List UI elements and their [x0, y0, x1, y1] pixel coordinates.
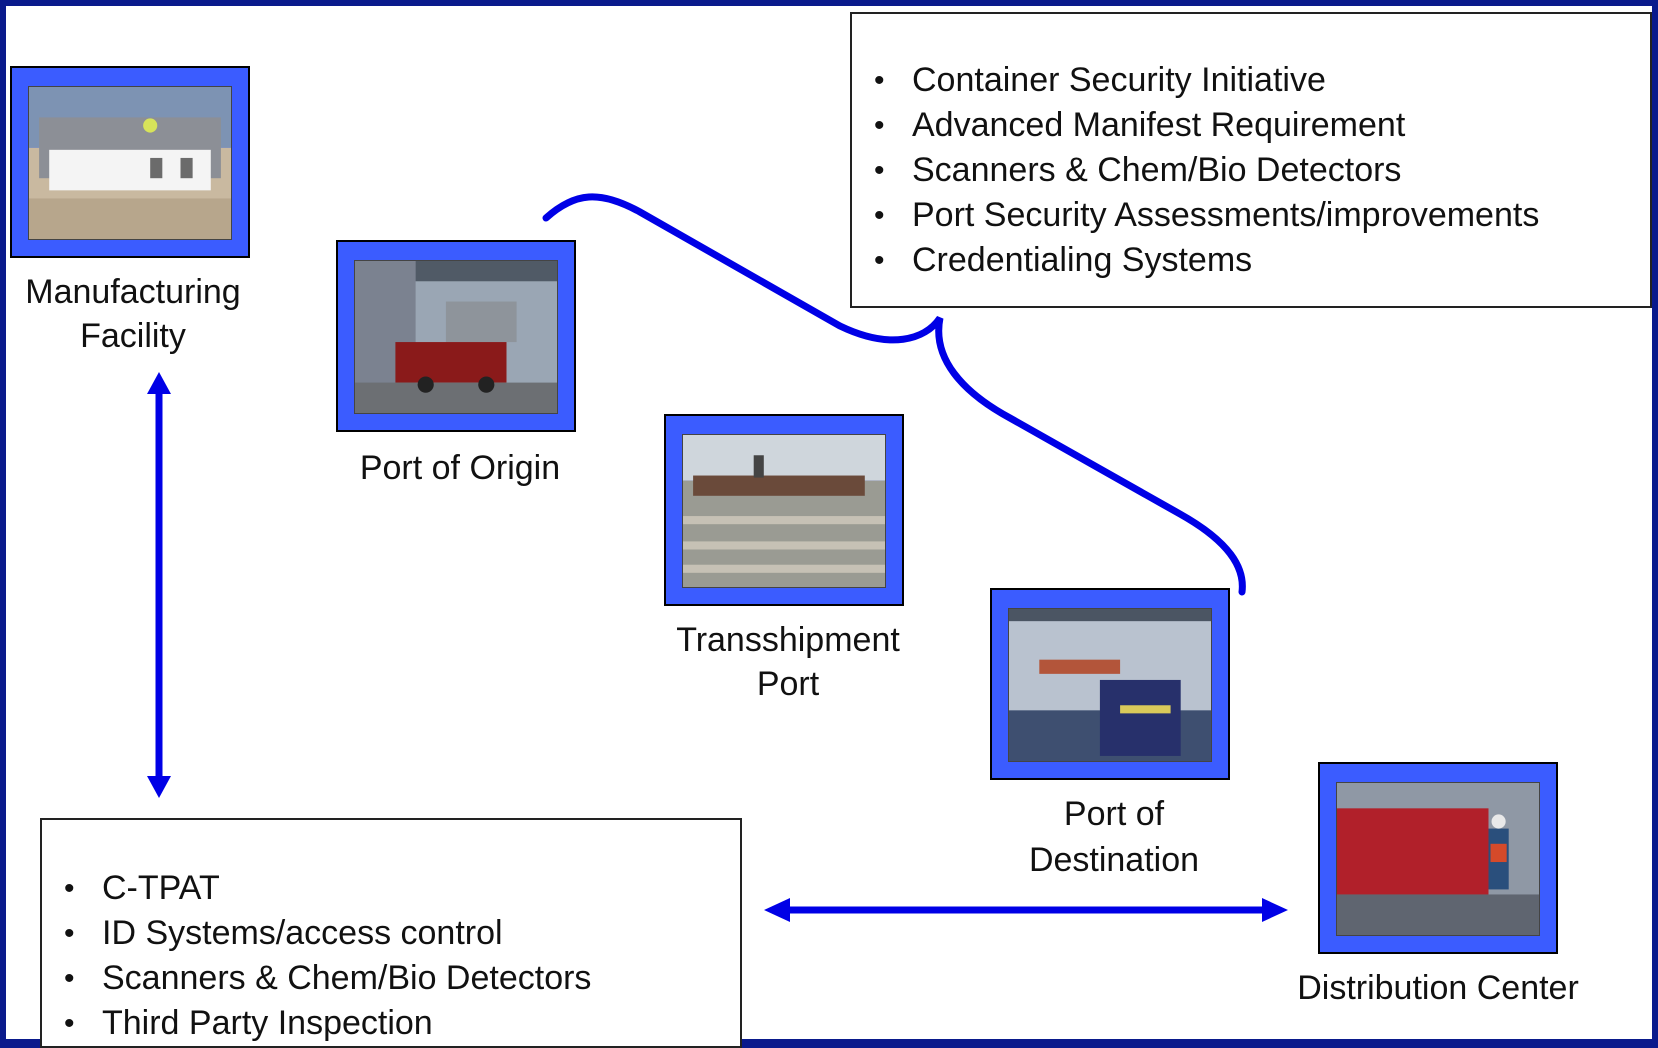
list-item: Advanced Manifest Requirement — [852, 103, 1650, 148]
port-origin-label: Port of Origin — [359, 449, 561, 487]
list-item: Port Security Assessments/improvements — [852, 193, 1650, 238]
bottom-info-box: C-TPAT ID Systems/access control Scanner… — [40, 818, 742, 1048]
manufacturing-photo — [28, 86, 232, 240]
transshipment-photo-frame — [664, 414, 904, 606]
list-item: ID Systems/access control — [42, 911, 740, 956]
list-item: Third Party Inspection — [42, 1001, 740, 1046]
transshipment-label-line1: Transshipment — [676, 621, 900, 659]
top-info-list: Container Security Initiative Advanced M… — [852, 58, 1650, 283]
distribution-photo — [1336, 782, 1540, 936]
manufacturing-label-line1: Manufacturing — [25, 273, 241, 311]
list-item: Credentialing Systems — [852, 238, 1650, 283]
transshipment-label-line2: Port — [756, 665, 820, 703]
port-destination-label-line1: Port of — [1063, 795, 1165, 833]
list-item: Scanners & Chem/Bio Detectors — [42, 956, 740, 1001]
list-item: Scanners & Chem/Bio Detectors — [852, 148, 1650, 193]
manufacturing-label-line2: Facility — [80, 317, 186, 355]
port-origin-photo-frame — [336, 240, 576, 432]
port-destination-photo — [1008, 608, 1212, 762]
transshipment-photo — [682, 434, 886, 588]
list-item: Container Security Initiative — [852, 58, 1650, 103]
manufacturing-photo-frame — [10, 66, 250, 258]
bottom-info-list: C-TPAT ID Systems/access control Scanner… — [42, 866, 740, 1046]
port-origin-photo — [354, 260, 558, 414]
distribution-label: Distribution Center — [1297, 969, 1579, 1007]
port-destination-photo-frame — [990, 588, 1230, 780]
top-info-box: Container Security Initiative Advanced M… — [850, 12, 1652, 308]
list-item: C-TPAT — [42, 866, 740, 911]
port-destination-label-line2: Destination — [1028, 841, 1200, 879]
distribution-photo-frame — [1318, 762, 1558, 954]
